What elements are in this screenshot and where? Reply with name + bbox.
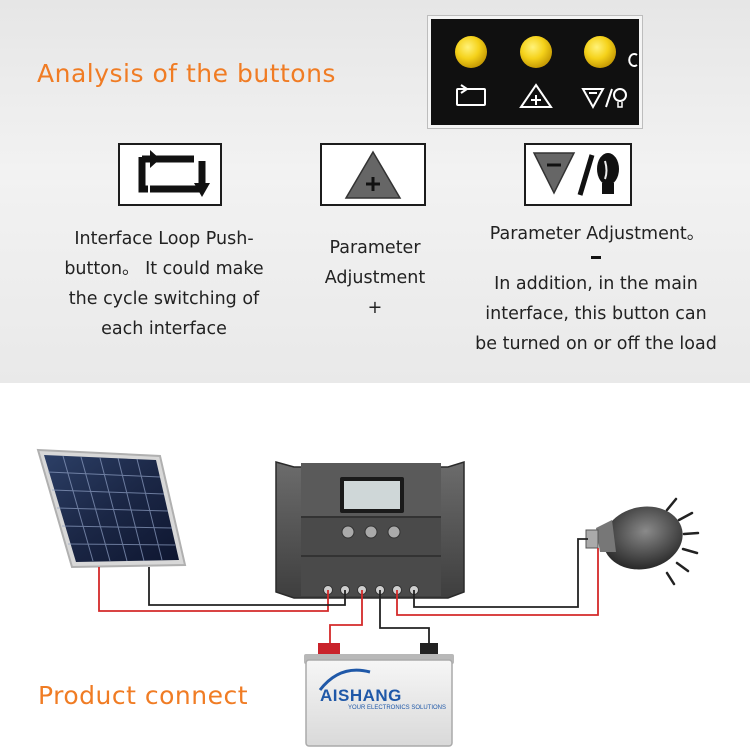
connection-diagram: AISHANG YOUR ELECTRONICS SOLUTIONS xyxy=(0,383,750,750)
minus-button-title: Parameter Adjustment。 xyxy=(489,224,705,244)
minus-triangle-bulb-icon xyxy=(532,152,619,196)
yellow-button-3 xyxy=(584,36,616,68)
battery-icon xyxy=(304,643,454,747)
charge-controller-icon xyxy=(275,460,465,599)
product-connect-heading: Product connect xyxy=(38,681,249,710)
solar-panel-icon xyxy=(36,448,187,569)
loop-button-symbol xyxy=(118,143,222,206)
wiring-graphic xyxy=(36,448,700,747)
yellow-buttons-graphic xyxy=(455,36,638,110)
loop-button-description: Interface Loop Push- button。 It could ma… xyxy=(64,229,264,339)
battery-positive-terminal xyxy=(318,643,340,655)
light-bulb-icon xyxy=(585,497,700,586)
analysis-heading: Analysis of the buttons xyxy=(37,59,336,88)
plus-button-description: Parameter Adjustment + xyxy=(324,238,426,318)
yellow-button-2 xyxy=(520,36,552,68)
light-rays-icon xyxy=(665,497,700,586)
button-photo xyxy=(428,16,642,128)
yellow-button-1 xyxy=(455,36,487,68)
plus-triangle-icon xyxy=(344,150,402,199)
battery-negative-terminal xyxy=(420,643,438,655)
plus-mini-icon xyxy=(519,83,553,108)
plus-button-symbol xyxy=(320,143,426,206)
battery-tagline: YOUR ELECTRONICS SOLUTIONS xyxy=(348,705,447,711)
loop-mini-icon xyxy=(456,84,486,106)
minus-button-description: In addition, in the main interface, this… xyxy=(475,274,717,354)
brand-swoosh-icon xyxy=(318,668,371,691)
minus-sign-mark xyxy=(591,256,601,259)
battery-brand: AISHANG xyxy=(320,686,402,705)
minus-bulb-mini-icon xyxy=(581,88,627,110)
minus-button-symbol xyxy=(524,143,632,206)
loop-arrows-icon xyxy=(138,150,210,197)
